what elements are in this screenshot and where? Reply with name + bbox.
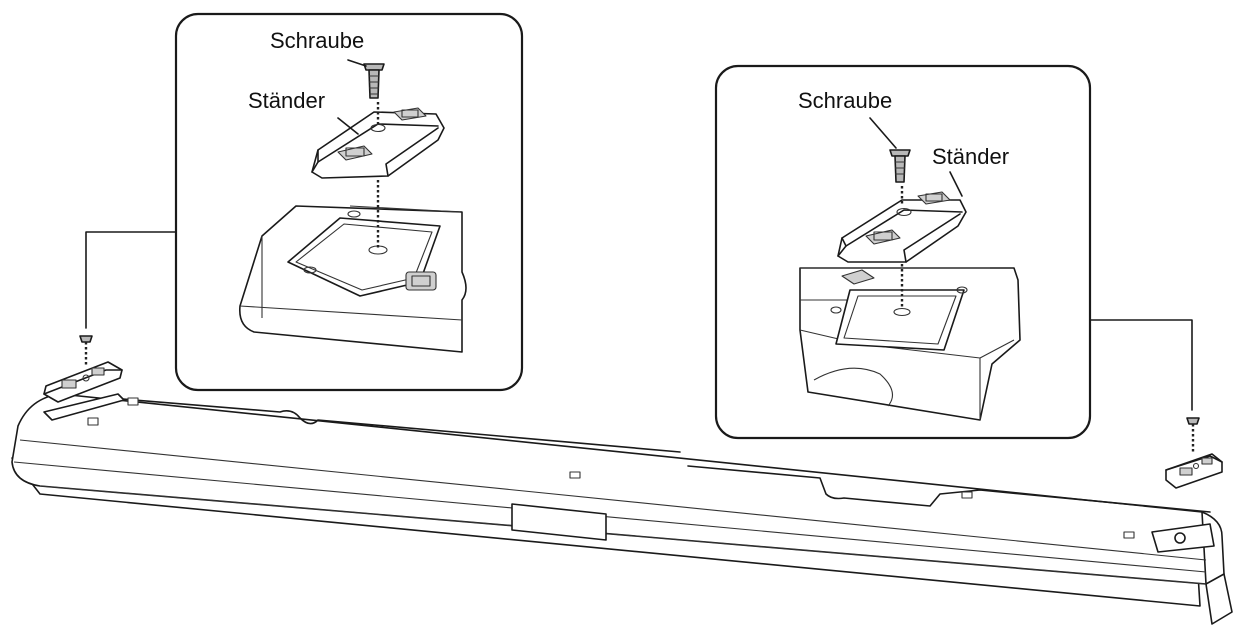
stand-foot-icon: [1165, 453, 1223, 489]
left-screw-label: Schraube: [270, 28, 364, 53]
left-stand-label: Ständer: [248, 88, 325, 113]
right-screw-label: Schraube: [798, 88, 892, 113]
right-detail-callout: Schraube Ständer: [714, 64, 1092, 440]
screw-icon: [889, 149, 911, 183]
stand-foot-icon: [43, 361, 123, 403]
screw-icon: [363, 63, 385, 99]
left-detail-callout: Schraube Ständer: [174, 12, 524, 392]
screw-icon: [1186, 417, 1200, 452]
right-stand-label: Ständer: [932, 144, 1009, 169]
screw-icon: [79, 335, 93, 366]
soundbar-icon: [11, 393, 1233, 625]
